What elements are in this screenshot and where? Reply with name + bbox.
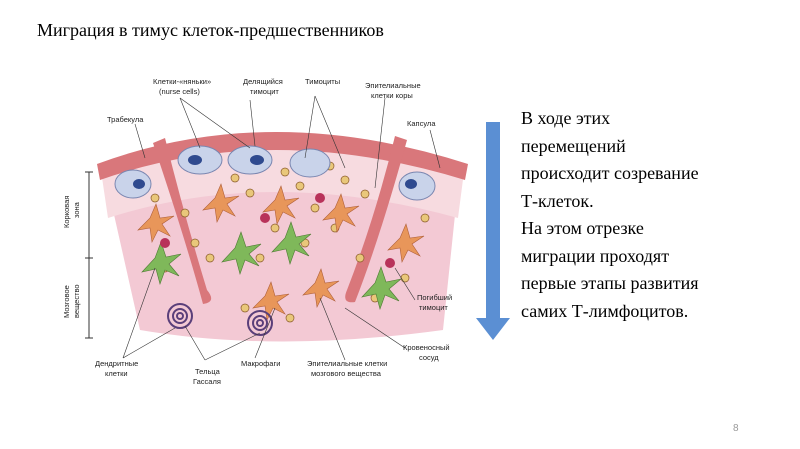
- label-epithelial-cortex-2: клетки коры: [371, 91, 413, 100]
- slide-title: Миграция в тимус клеток-предшественников: [37, 20, 384, 40]
- text-line: миграции проходят: [521, 245, 670, 266]
- text-line: Т-клеток.: [521, 190, 594, 211]
- label-dividing-1: Делящийся: [243, 77, 283, 86]
- label-vessel-1: Кровеносный: [403, 343, 450, 352]
- label-macrophages: Макрофаги: [241, 359, 280, 368]
- label-dead-1: Погибший: [417, 293, 452, 302]
- text-line: На этом отрезке: [521, 218, 644, 238]
- label-epithelial-medulla-2: мозгового вещества: [311, 369, 382, 378]
- label-nurse-1: Клетки-«няньки»: [153, 77, 211, 86]
- label-hassall-2: Гассаля: [193, 377, 221, 386]
- label-medulla-2: вещество: [72, 284, 81, 318]
- text-line: самих Т-лимфоцитов.: [521, 300, 689, 321]
- text-line: происходит созревание: [521, 163, 699, 183]
- text-line: первые этапы развития: [521, 273, 699, 293]
- label-cortex-1: Корковая: [62, 196, 71, 228]
- label-dendritic-1: Дендритные: [95, 359, 138, 368]
- thymus-diagram: Клетки-«няньки» (nurse cells) Делящийся …: [62, 77, 468, 386]
- page-number: 8: [733, 423, 739, 434]
- label-nurse-2: (nurse cells): [159, 87, 200, 96]
- text-line: В ходе этих: [521, 108, 611, 128]
- label-cortex-2: зона: [72, 201, 81, 218]
- explanation-text: В ходе этих перемещений происходит созре…: [521, 105, 781, 325]
- trabecula-left: [153, 138, 212, 304]
- label-dividing-2: тимоцит: [250, 87, 279, 96]
- label-vessel-2: сосуд: [419, 353, 439, 362]
- text-line: перемещений: [521, 135, 626, 156]
- zone-bracket: [85, 171, 93, 339]
- label-capsule: Капсула: [407, 119, 436, 128]
- epithelial-cells: [137, 183, 425, 321]
- label-trabecula: Трабекула: [107, 115, 144, 124]
- label-epithelial-medulla-1: Эпителиальные клетки: [307, 359, 387, 368]
- label-dendritic-2: клетки: [105, 369, 128, 378]
- label-thymocytes: Тимоциты: [305, 77, 340, 86]
- label-hassall-1: Тельца: [195, 367, 221, 376]
- nurse-cells: [114, 145, 436, 201]
- dead-thymocytes: [160, 193, 395, 268]
- label-epithelial-cortex-1: Эпителиальные: [365, 81, 421, 90]
- capsule: [97, 132, 468, 180]
- label-medulla-1: Мозговое: [62, 285, 71, 318]
- down-arrow: [476, 122, 510, 340]
- label-dead-2: тимоцит: [419, 303, 448, 312]
- hassall-bodies: [167, 303, 273, 336]
- leader-lines: [122, 95, 441, 361]
- dendritic-cells: [141, 221, 402, 311]
